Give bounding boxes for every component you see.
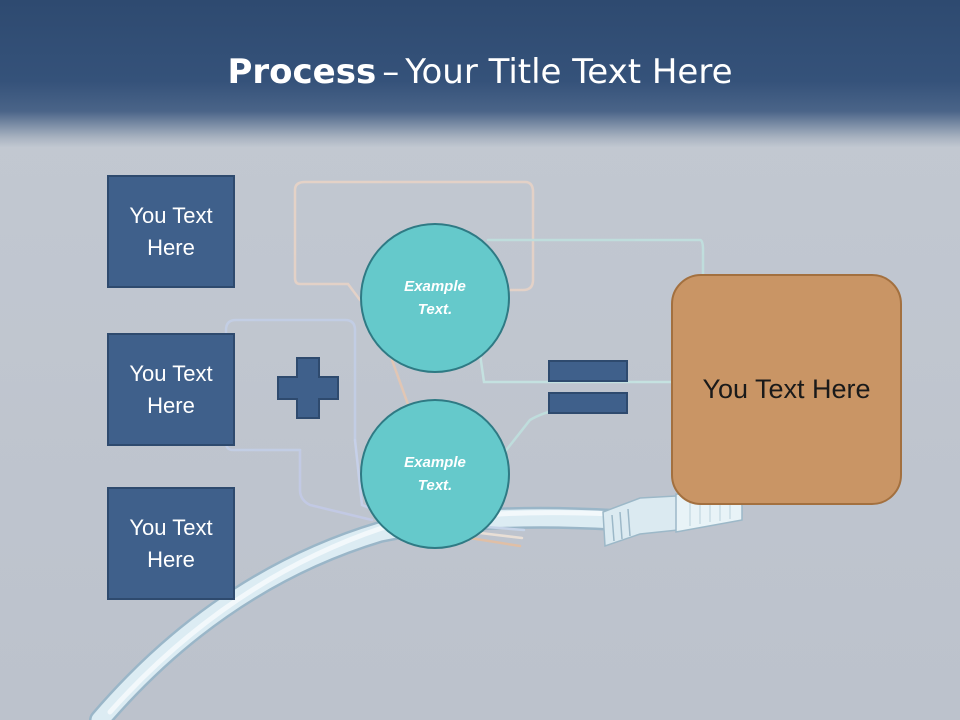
text-box-line: You Text (129, 202, 213, 228)
title-rest: Your Title Text Here (405, 52, 733, 92)
result-box: You Text Here (671, 274, 902, 505)
text-box-line: You Text (129, 360, 213, 386)
circle-text: Text. (417, 301, 453, 318)
text-box-line: You Text (129, 514, 213, 540)
text-box-line: Here (147, 546, 195, 572)
title-bold: Process (227, 52, 377, 92)
text-box-line: Here (147, 234, 195, 260)
title-separator: – (382, 52, 400, 92)
text-box-line: Here (147, 392, 195, 418)
circle-text: Example (404, 278, 466, 295)
title-bar (0, 0, 960, 148)
plus-icon (277, 357, 339, 419)
circle-text: Example (404, 454, 466, 471)
equals-icon (548, 360, 628, 414)
circle-text: Text. (417, 477, 453, 494)
slide-title: Process–Your Title Text Here (0, 52, 960, 92)
result-label: You Text Here (702, 374, 871, 404)
